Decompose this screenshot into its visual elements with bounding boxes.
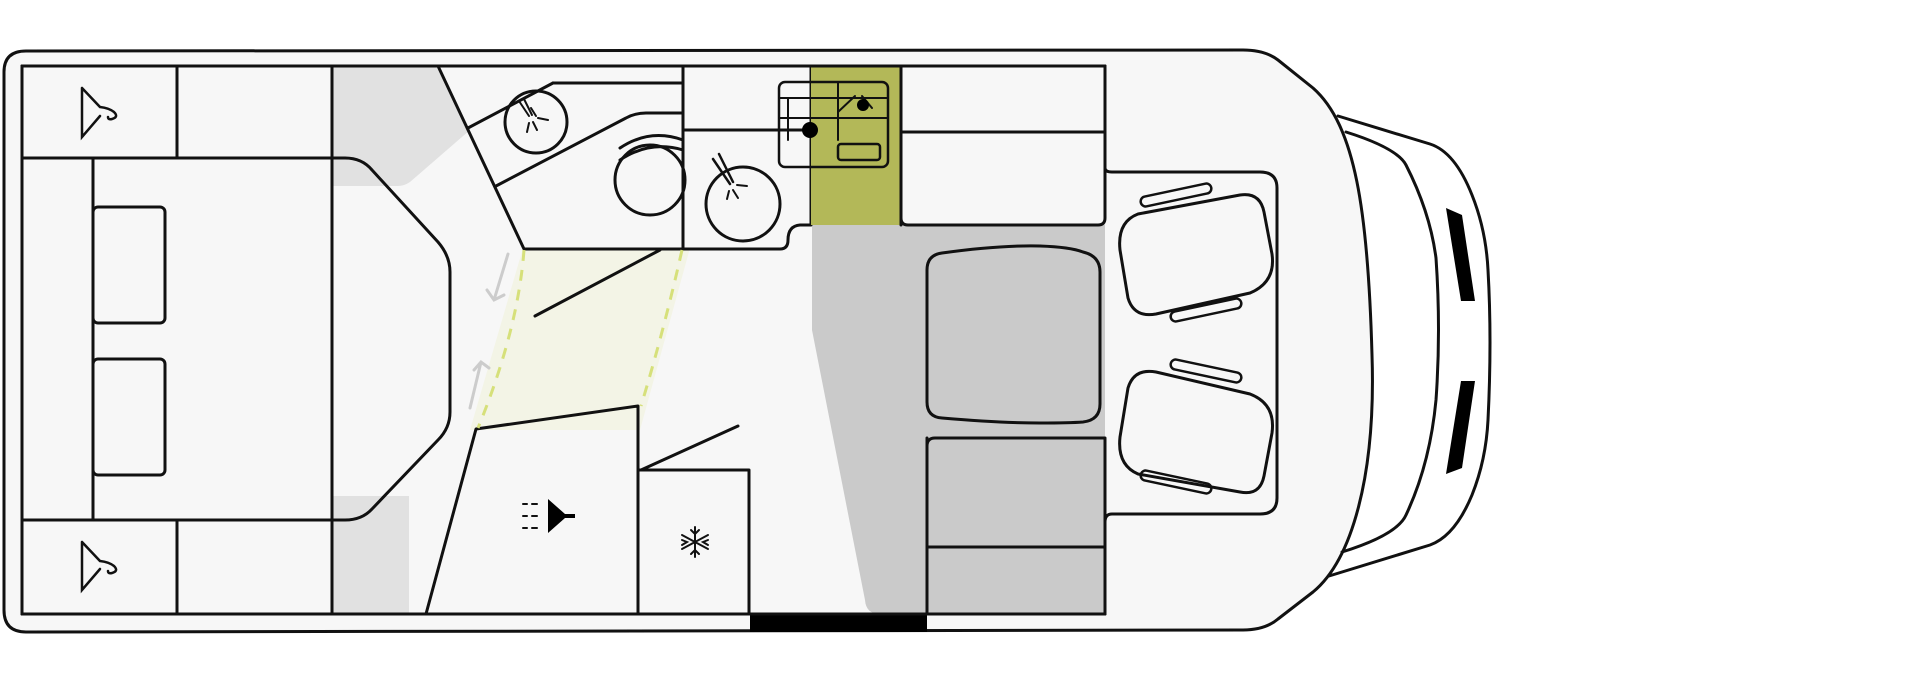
windscreen [1327,114,1492,578]
hob-icon [777,80,890,169]
cab-seats [1103,64,1279,616]
toilet-icon [613,134,687,217]
entrance-area [20,64,1107,632]
mirror-right [1446,381,1475,474]
rear-floor-shade [332,66,470,186]
fridge-door-swing [639,424,740,472]
mirror-left [1446,208,1475,301]
hob-block [811,66,901,225]
kitchen [681,64,903,251]
passenger-seat [1118,358,1275,495]
bed [20,156,452,522]
snowflake-icon [681,526,709,558]
aisle-highlight [470,248,690,430]
door-dash-left [476,249,526,429]
walk-arrow-icon [468,252,510,410]
dashboard-edge [1340,130,1440,554]
cab-frame [1103,161,1279,524]
bathroom-door-swing [533,248,662,318]
top-cabinets [20,64,1107,251]
driver-seat [1118,182,1275,323]
dinette-bench [925,244,1102,425]
sink-icon [503,89,569,155]
floor [22,66,1105,614]
heater-icon [522,499,575,533]
entrance-door [750,613,927,632]
sink-icon [704,152,782,243]
rear-floor-shade-lower [332,496,409,614]
hanger-icon [80,86,118,141]
kitchen-sink-counter [681,128,813,251]
bathroom-counter [494,111,685,188]
door-dash-right [639,249,684,407]
hanger-icon [80,540,118,594]
cabinet-lower [899,130,1107,227]
